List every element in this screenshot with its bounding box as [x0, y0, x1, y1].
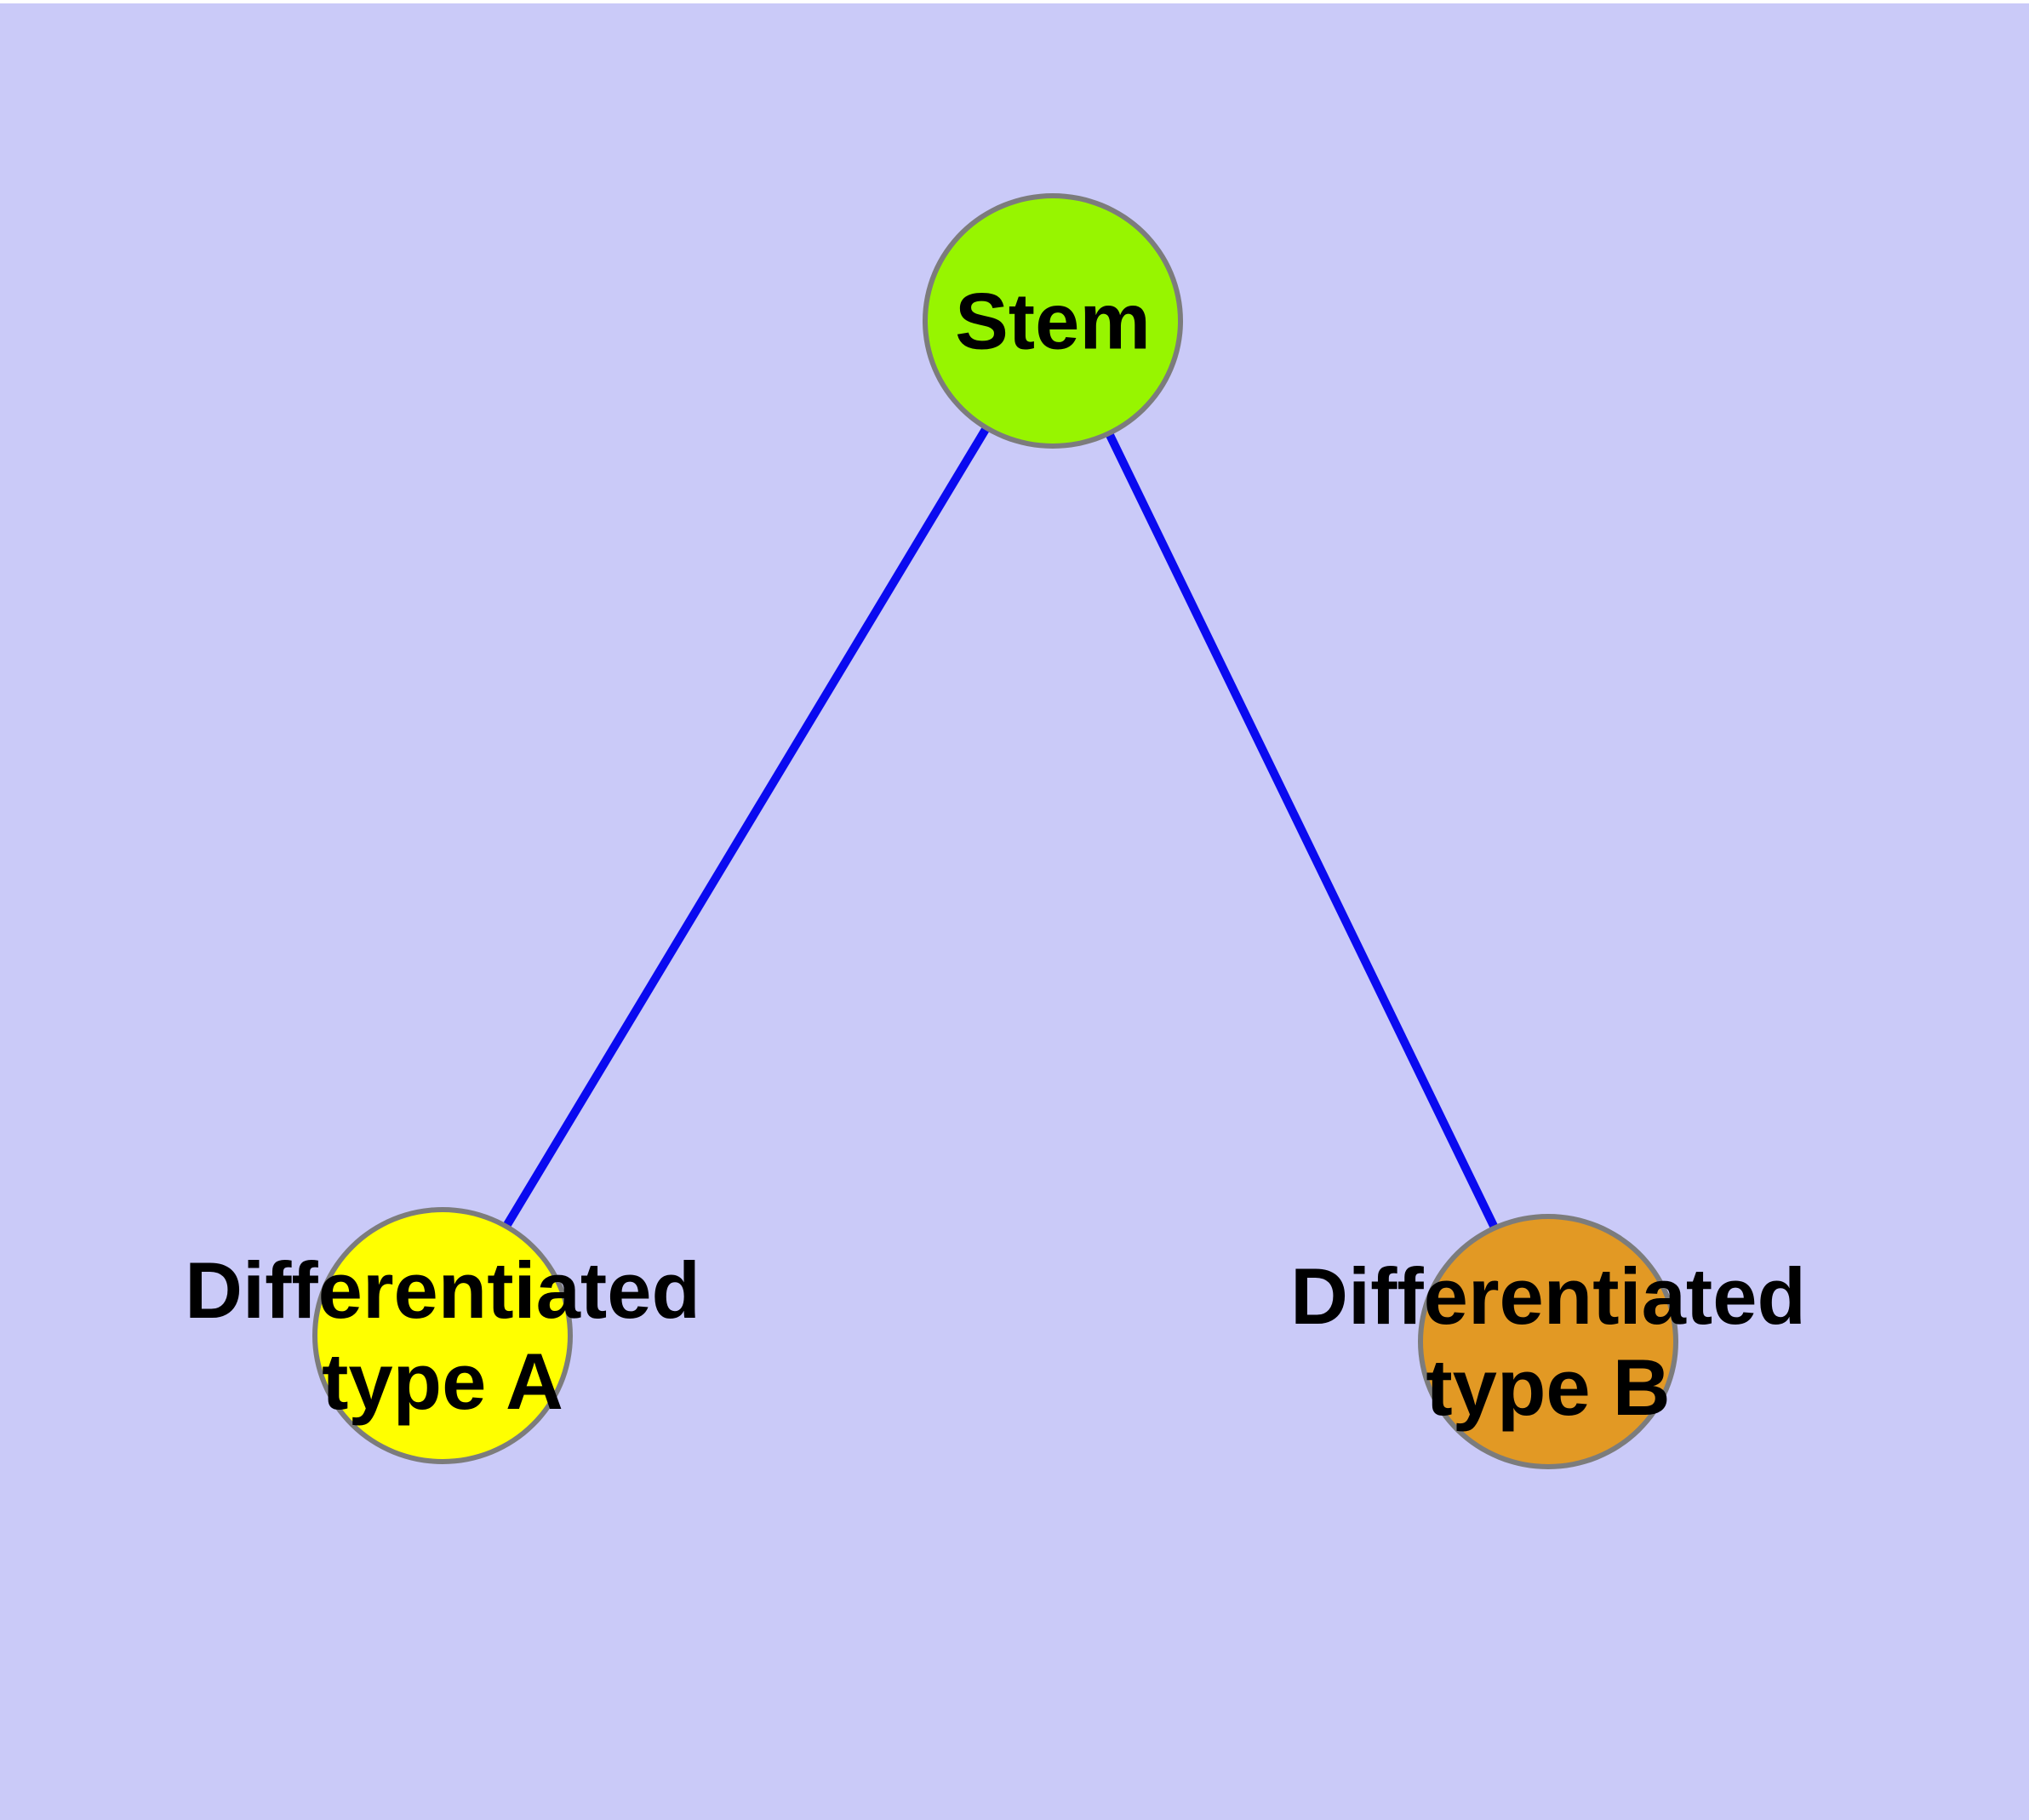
node-differentiated-type-a — [312, 1207, 573, 1464]
edge-stem-to-type-b — [1049, 315, 1552, 1341]
node-stem — [923, 193, 1183, 449]
node-differentiated-type-b — [1418, 1214, 1678, 1469]
edge-stem-to-type-a — [438, 315, 1057, 1335]
edges-layer — [438, 315, 1552, 1341]
diagram-canvas: Stem Differentiated type A Differentiate… — [0, 3, 2029, 1820]
